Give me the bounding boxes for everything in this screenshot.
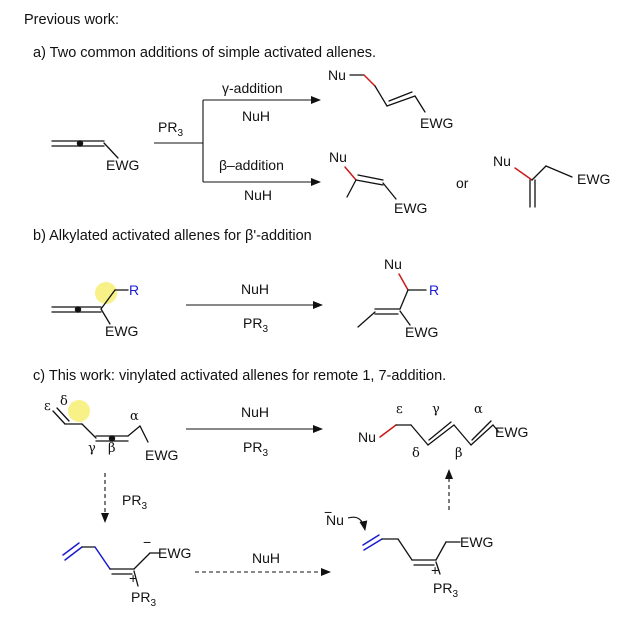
heading-section-c: c) This work: vinylated activated allene…	[33, 368, 446, 384]
plus-charge: +	[431, 562, 439, 578]
reagent-pr3: PR3	[243, 315, 268, 335]
alpha-label: α	[474, 402, 483, 417]
epsilon-label: ε	[44, 399, 51, 414]
product-c: Nu ε γ α δ β EWG	[358, 402, 528, 461]
phosphonium-intermediate: EWG + PR3	[362, 534, 493, 600]
minus-charge: −	[324, 504, 332, 520]
ewg-label: EWG	[394, 200, 427, 216]
reagent-pr3: PR3	[158, 119, 183, 139]
ewg-label: EWG	[106, 157, 139, 173]
highlight-circle	[68, 400, 90, 422]
ewg-label: EWG	[460, 534, 493, 550]
r-group-label: R	[429, 282, 439, 298]
beta-addition-label: β–addition	[219, 157, 284, 173]
allene-central-dot	[76, 140, 84, 147]
ewg-label: EWG	[145, 447, 178, 463]
reagent-nuh: NuH	[241, 404, 269, 420]
ewg-label: EWG	[105, 323, 138, 339]
reagent-nuh: NuH	[252, 550, 280, 566]
alkylated-allene: R EWG	[51, 282, 139, 339]
heading-section-b: b) Alkylated activated allenes for β'-ad…	[33, 228, 312, 244]
ewg-label: EWG	[577, 171, 610, 187]
nu-label: Nu	[326, 512, 344, 528]
minus-charge: −	[143, 534, 151, 550]
reagent-nuh: NuH	[241, 281, 269, 297]
reagent-pr3: PR3	[122, 492, 147, 512]
gamma-reagent-nuh: NuH	[242, 108, 270, 124]
beta-product: Nu EWG	[329, 149, 427, 216]
product-b: Nu R EWG	[357, 256, 439, 340]
epsilon-label: ε	[396, 402, 403, 417]
nu-label: Nu	[358, 429, 376, 445]
highlight-circle	[95, 282, 117, 304]
ewg-label: EWG	[420, 115, 453, 131]
curved-arrow	[347, 516, 368, 531]
beta-product-alternative: Nu EWG	[493, 153, 610, 208]
nu-label: Nu	[493, 153, 511, 169]
pr3-label: PR3	[433, 580, 458, 600]
pr3-label: PR3	[131, 589, 156, 609]
zwitterion-intermediate: − EWG + PR3	[62, 534, 191, 609]
reagent-pr3: PR3	[243, 439, 268, 459]
delta-label: δ	[60, 394, 68, 409]
heading-previous-work: Previous work:	[24, 12, 119, 28]
beta-label: β	[108, 441, 116, 456]
ewg-label: EWG	[495, 424, 528, 440]
nu-label: Nu	[328, 67, 346, 83]
r-group-label: R	[129, 282, 139, 298]
allene-central-dot	[74, 306, 82, 313]
or-label: or	[456, 175, 469, 191]
gamma-label: γ	[88, 441, 96, 456]
ewg-label: EWG	[405, 324, 438, 340]
plus-charge: +	[129, 570, 137, 586]
beta-label: β	[455, 446, 463, 461]
nu-label: Nu	[329, 149, 347, 165]
heading-section-a: a) Two common additions of simple activa…	[33, 45, 376, 61]
gamma-addition-label: γ-addition	[222, 80, 283, 96]
allene-a: EWG	[51, 140, 139, 173]
gamma-product: Nu EWG	[328, 67, 453, 131]
vinylated-allene: ε δ γ β α EWG	[44, 394, 178, 463]
allene-central-dot	[108, 435, 116, 442]
delta-label: δ	[412, 446, 420, 461]
ewg-label: EWG	[158, 545, 191, 561]
nu-label: Nu	[384, 256, 402, 272]
gamma-label: γ	[432, 402, 440, 417]
alpha-label: α	[130, 409, 139, 424]
nucleophile-attack: − Nu	[324, 504, 368, 531]
beta-reagent-nuh: NuH	[244, 187, 272, 203]
